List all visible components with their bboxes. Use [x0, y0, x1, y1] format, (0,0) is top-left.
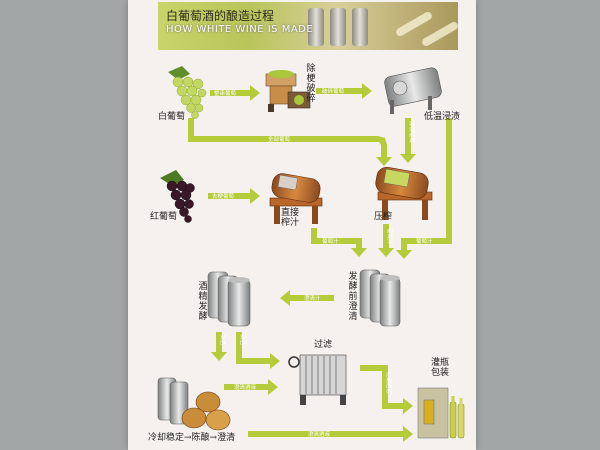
arrows [188, 83, 452, 442]
arrow-macerated-grapes [400, 118, 416, 163]
bottling-icon [417, 387, 465, 439]
arrow-whole-grapes [210, 85, 260, 101]
aging-barrels-icon [157, 377, 231, 431]
arrow-all-grapes [188, 118, 392, 166]
arrow-label: 整串葡萄 [214, 89, 237, 97]
arrow-new-wine-1 [211, 332, 227, 361]
process-poster: 白葡萄酒的酿造过程 HOW WHITE WINE IS MADE [128, 0, 476, 450]
banner: 白葡萄酒的酿造过程 HOW WHITE WINE IS MADE [158, 2, 458, 50]
arrow-label: 澄清汁 [304, 294, 321, 302]
label-direct-press: 直接榨汁 [280, 208, 299, 228]
label-cold-maceration: 低温浸渍 [424, 112, 461, 122]
arrow-label: 新酒 [219, 334, 227, 346]
filter-machine-icon [288, 354, 347, 405]
arrow-clarified-wine-2 [248, 426, 413, 442]
label-destem-crush: 除梗破碎 [306, 64, 316, 104]
tank-image [330, 8, 346, 46]
arrow-label: 全部葡萄 [268, 135, 291, 143]
arrow-label: 葡萄汁 [416, 237, 433, 245]
label-pre-ferm-clarify: 发酵前澄清 [348, 272, 358, 322]
arrow-crushed-grapes [316, 83, 372, 99]
arrow-juice-2 [378, 224, 394, 257]
tank-image [308, 8, 324, 46]
press-icon [269, 173, 323, 224]
flow-diagram: 整串葡萄 破碎葡萄 全部葡萄 浸渍葡萄 去梗葡萄 葡萄汁 葡萄汁 葡萄汁 澄清汁… [157, 66, 465, 442]
arrow-juice-1 [311, 228, 367, 257]
banner-title: 白葡萄酒的酿造过程 [166, 9, 275, 23]
arrow-label: 澄清酒液 [308, 430, 331, 438]
arrow-clarified-wine [224, 379, 278, 395]
arrow-label: 过滤酒液 [385, 372, 393, 395]
arrow-label: 去梗葡萄 [212, 192, 235, 200]
destemmer-crusher-icon [265, 70, 311, 112]
arrow-label: 新酒 [239, 334, 247, 346]
label-cold-stabilize: 冷却稳定→陈酿→澄清 [148, 433, 236, 443]
red-grapes-icon [160, 170, 195, 223]
arrow-destemmed-grapes [208, 188, 260, 204]
label-red-grapes: 红葡萄 [150, 212, 178, 222]
label-press: 压榨 [374, 212, 393, 222]
arrow-label: 澄清酒液 [234, 383, 257, 391]
arrow-label: 葡萄汁 [386, 228, 394, 245]
arrow-label: 葡萄汁 [322, 237, 339, 245]
label-bottling: 灌瓶包装 [430, 358, 449, 378]
banner-subtitle: HOW WHITE WINE IS MADE [166, 24, 314, 35]
label-filtration: 过滤 [314, 340, 333, 350]
arrow-label: 浸渍葡萄 [408, 121, 416, 144]
arrow-clear-juice [280, 290, 334, 306]
arrow-label: 破碎葡萄 [322, 87, 345, 95]
settling-tanks-icon [359, 269, 401, 327]
arrow-filtered-wine [360, 365, 413, 414]
pneumatic-press-icon [375, 166, 433, 220]
tank-image [352, 8, 368, 46]
maceration-tank-icon [384, 67, 442, 114]
label-fermentation: 酒精发酵 [198, 282, 208, 322]
arrow-juice-3 [396, 118, 452, 259]
white-grapes-icon [168, 66, 207, 119]
fermentation-tanks-icon [207, 271, 251, 327]
label-white-grapes: 白葡萄 [158, 112, 186, 122]
arrow-new-wine-2 [236, 332, 280, 369]
